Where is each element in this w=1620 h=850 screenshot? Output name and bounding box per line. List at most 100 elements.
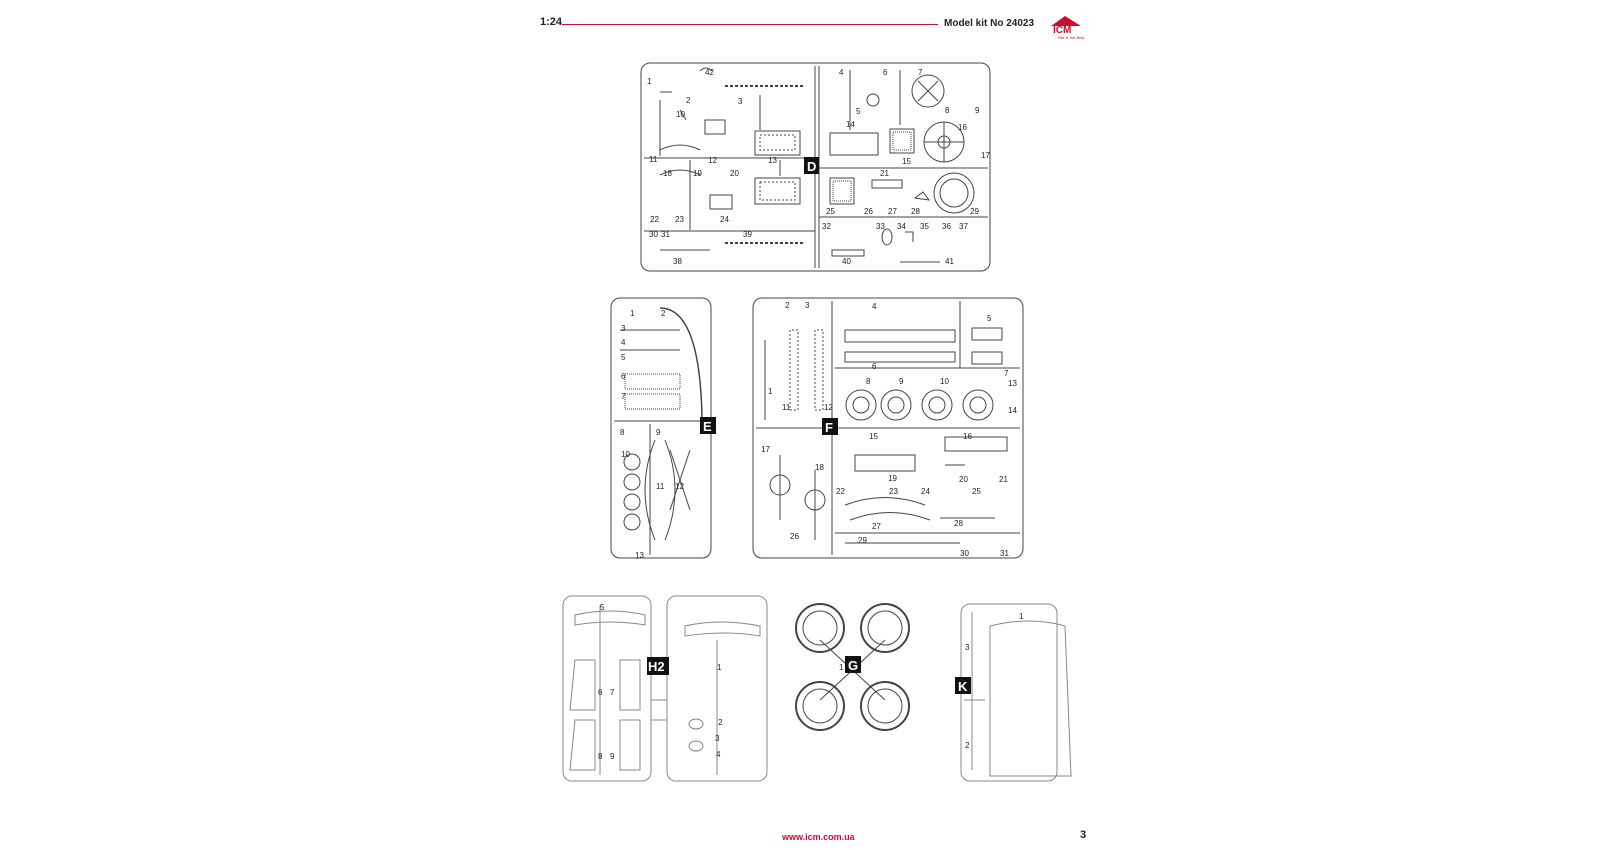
part-number-D-26: 26 — [864, 207, 873, 216]
part-number-E-8: 8 — [620, 428, 625, 437]
sprue-K-letter: K — [958, 679, 968, 694]
part-number-D-4: 4 — [839, 68, 844, 77]
part-number-F-31: 31 — [1000, 549, 1009, 558]
part-number-G-1: 1 — [839, 663, 844, 672]
sprue-E-letter: E — [703, 419, 712, 434]
part-number-D-39: 39 — [743, 230, 752, 239]
part-number-D-36: 36 — [942, 222, 951, 231]
part-number-F-22: 22 — [836, 487, 845, 496]
part-number-F-26: 26 — [790, 532, 799, 541]
part-number-D-28: 28 — [911, 207, 920, 216]
part-number-D-1: 1 — [647, 77, 652, 86]
sprue-F — [752, 297, 1024, 559]
sprue-H2-letter-box — [647, 657, 669, 675]
sprue-F-letter-box — [822, 418, 838, 435]
part-number-F-3: 3 — [805, 301, 810, 310]
part-number-F-14: 14 — [1008, 406, 1017, 415]
part-number-E-6: 6 — [621, 372, 626, 381]
part-number-E-7: 7 — [621, 392, 626, 401]
sprue-E — [610, 297, 712, 559]
part-number-D-30: 30 — [649, 230, 658, 239]
part-number-H2-5: 5 — [600, 603, 605, 612]
part-number-D-12: 12 — [708, 156, 717, 165]
part-number-F-5: 5 — [987, 314, 992, 323]
part-number-D-3: 3 — [738, 97, 743, 106]
part-number-F-16: 16 — [963, 432, 972, 441]
icm-logo: ICM This is the Best — [1051, 16, 1085, 40]
part-number-H2-1: 1 — [717, 663, 722, 672]
part-number-E-5: 5 — [621, 353, 626, 362]
part-number-H2-9: 9 — [610, 752, 615, 761]
part-number-H2-8: 8 — [598, 752, 603, 761]
part-number-F-4: 4 — [872, 302, 877, 311]
part-number-H2-6: 6 — [598, 688, 603, 697]
sprue-H2 — [562, 595, 768, 782]
part-number-D-7: 7 — [918, 68, 923, 77]
part-number-D-40: 40 — [842, 257, 851, 266]
part-number-F-8: 8 — [866, 377, 871, 386]
part-number-F-25: 25 — [972, 487, 981, 496]
part-number-F-10: 10 — [940, 377, 949, 386]
part-number-D-15: 15 — [902, 157, 911, 166]
sprue-F-letter: F — [825, 420, 833, 435]
part-number-F-20: 20 — [959, 475, 968, 484]
part-number-D-16: 16 — [958, 123, 967, 132]
part-number-K-3: 3 — [965, 643, 970, 652]
part-number-F-12: 12 — [824, 403, 833, 412]
part-number-D-23: 23 — [675, 215, 684, 224]
part-number-E-4: 4 — [621, 338, 626, 347]
part-number-H2-4: 4 — [716, 750, 721, 759]
logo-brand-text: ICM — [1053, 25, 1071, 36]
part-number-D-9: 9 — [975, 106, 980, 115]
part-number-D-8: 8 — [945, 106, 950, 115]
header-rule — [562, 24, 938, 25]
sprue-G-letter-box — [845, 656, 861, 673]
part-number-H2-7: 7 — [610, 688, 615, 697]
part-number-F-27: 27 — [872, 522, 881, 531]
footer-url: www.icm.com.ua — [782, 832, 855, 842]
part-number-E-11: 11 — [656, 482, 665, 491]
part-number-D-11: 11 — [649, 155, 658, 164]
part-number-F-1: 1 — [768, 387, 773, 396]
part-number-F-23: 23 — [889, 487, 898, 496]
part-number-D-29: 29 — [970, 207, 979, 216]
part-number-D-18: 18 — [663, 169, 672, 178]
part-number-D-10: 10 — [676, 110, 685, 119]
part-number-D-6: 6 — [883, 68, 888, 77]
page-number: 3 — [1080, 829, 1087, 841]
part-number-D-21: 21 — [880, 169, 889, 178]
part-number-F-15: 15 — [869, 432, 878, 441]
part-number-D-13: 13 — [768, 156, 777, 165]
scale-label: 1:24 — [540, 16, 563, 28]
part-number-F-24: 24 — [921, 487, 930, 496]
part-number-F-28: 28 — [954, 519, 963, 528]
part-number-D-33: 33 — [876, 222, 885, 231]
part-number-D-19: 19 — [693, 169, 702, 178]
part-number-K-1: 1 — [1019, 612, 1024, 621]
part-number-D-42: 42 — [705, 68, 714, 77]
part-number-F-11: 11 — [782, 403, 791, 412]
part-number-D-5: 5 — [856, 107, 861, 116]
part-number-F-19: 19 — [888, 474, 897, 483]
part-number-D-27: 27 — [888, 207, 897, 216]
part-number-D-24: 24 — [720, 215, 729, 224]
part-number-D-14: 14 — [846, 120, 855, 129]
part-number-H2-3: 3 — [715, 734, 720, 743]
part-number-E-12: 12 — [675, 482, 684, 491]
part-number-D-32: 32 — [822, 222, 831, 231]
part-number-E-1: 1 — [630, 309, 635, 318]
part-number-D-38: 38 — [673, 257, 682, 266]
part-number-D-25: 25 — [826, 207, 835, 216]
part-number-D-37: 37 — [959, 222, 968, 231]
part-number-F-21: 21 — [999, 475, 1008, 484]
part-number-F-9: 9 — [899, 377, 904, 386]
part-number-E-3: 3 — [621, 324, 626, 333]
part-number-D-2: 2 — [686, 96, 691, 105]
part-number-F-7: 7 — [1004, 369, 1009, 378]
kit-number-label: Model kit No 24023 — [944, 18, 1035, 29]
sprue-K-letter-box — [955, 677, 971, 694]
part-number-D-41: 41 — [945, 257, 954, 266]
part-number-F-6: 6 — [872, 362, 877, 371]
